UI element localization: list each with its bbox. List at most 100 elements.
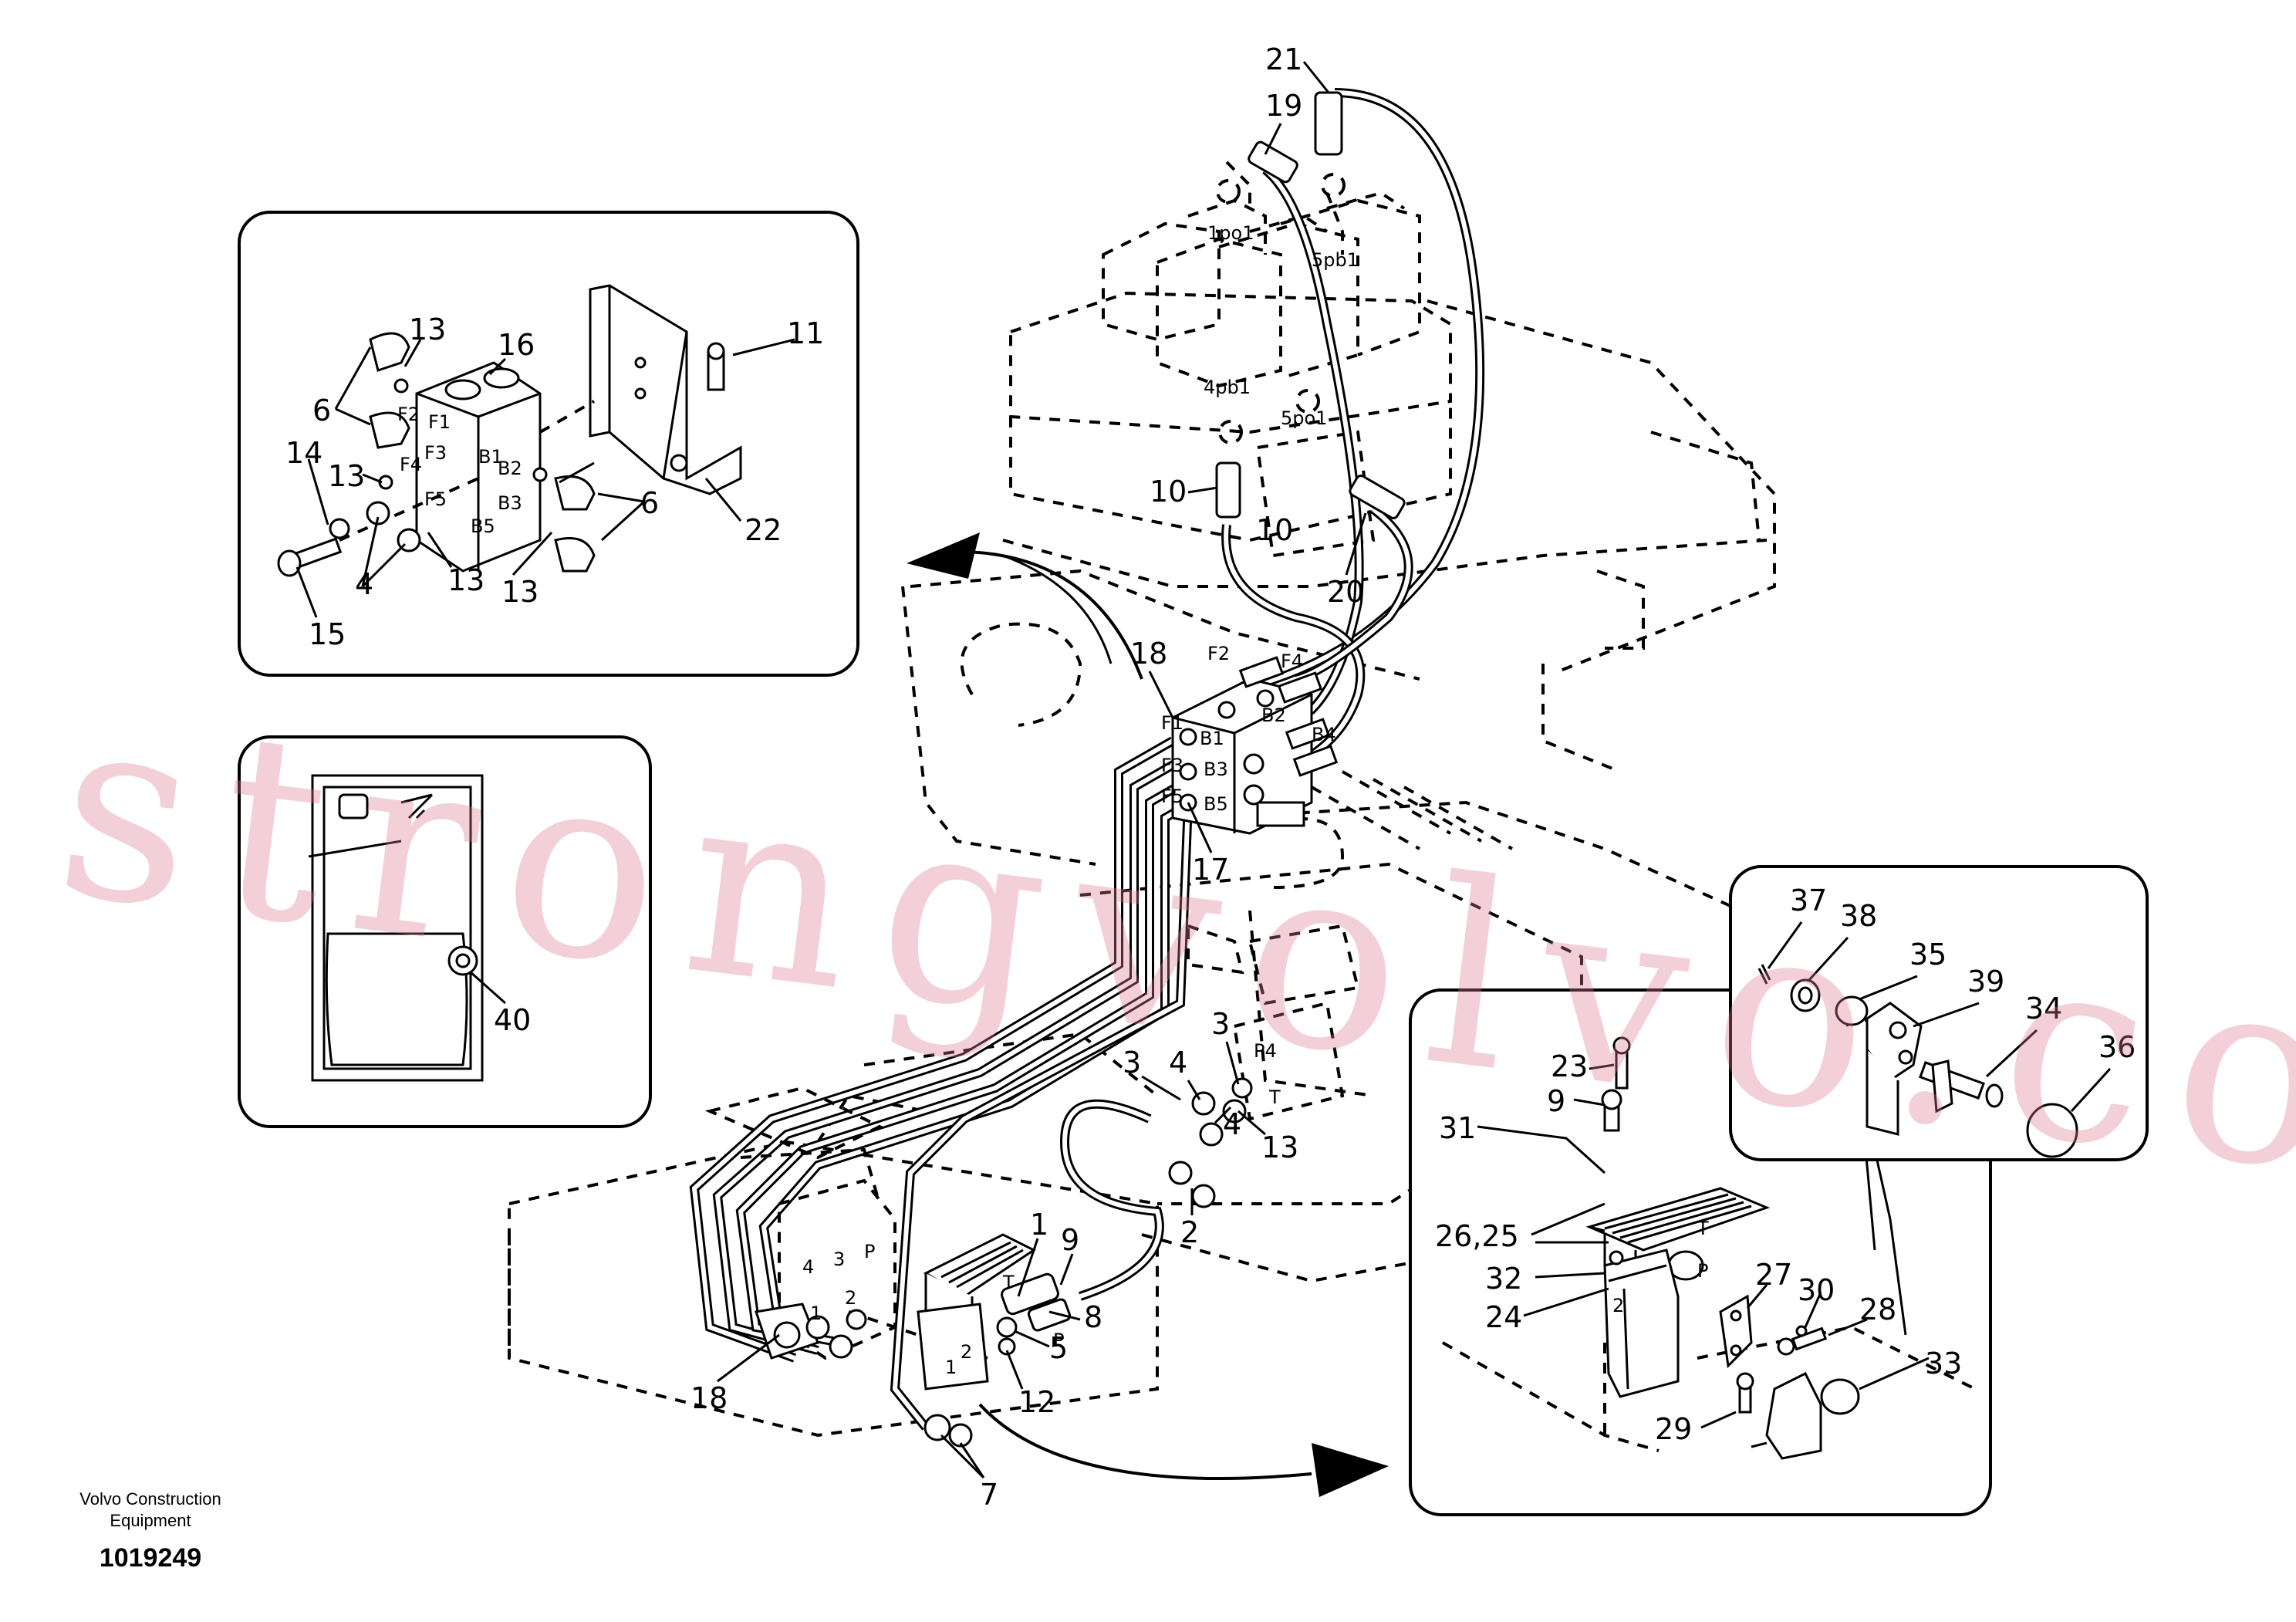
callout-9-inset: 9 <box>1547 1084 1565 1118</box>
callout-18-top: 18 <box>1130 637 1167 671</box>
callout-6-b: 6 <box>640 486 659 520</box>
callout-32: 32 <box>1485 1262 1522 1296</box>
callout-13-b: 13 <box>328 459 365 493</box>
callout-13-c: 13 <box>447 563 485 597</box>
connection-block <box>1171 656 1339 835</box>
callout-17: 17 <box>1192 853 1229 887</box>
callout-38: 38 <box>1840 899 1877 933</box>
callout-3-upper: 3 <box>1211 1007 1230 1041</box>
callout-13-d: 13 <box>501 575 539 609</box>
port-T-valve: T <box>1268 1086 1281 1108</box>
main-callouts: 21 19 10 20 18 17 3 4 3 13 4 2 9 1 8 5 1… <box>690 42 1367 1512</box>
hose-end-fittings <box>1215 91 1406 519</box>
port-T-pedal: T <box>1002 1272 1015 1293</box>
port-P-pilot: P <box>864 1241 875 1262</box>
port-5po1: 5po1 <box>1281 407 1327 429</box>
port-F4: F4 <box>1281 650 1303 672</box>
callout-12: 12 <box>1018 1385 1055 1419</box>
port-F3-inset: F3 <box>424 442 447 464</box>
callout-8: 8 <box>1084 1300 1102 1334</box>
inset-detachable-detail <box>1729 865 2149 1161</box>
port-B3-inset: B3 <box>498 492 522 514</box>
callout-36: 36 <box>2098 1030 2136 1064</box>
port-F4-inset: F4 <box>400 454 422 475</box>
inset-pedal-callouts: 23 9 31 26,25 32 24 27 30 28 33 29 T P 2 <box>1435 1049 1962 1446</box>
pilot-hoses <box>689 88 1485 1431</box>
callout-37: 37 <box>1790 884 1827 917</box>
callout-19: 19 <box>1265 89 1302 123</box>
port-P-inset: P <box>1697 1260 1708 1282</box>
callout-30: 30 <box>1798 1273 1835 1307</box>
inset-panel-detail <box>238 735 652 1128</box>
port-T-inset: T <box>1697 1218 1709 1239</box>
port-B2: B2 <box>1261 705 1286 726</box>
callout-20: 20 <box>1327 575 1364 609</box>
port-B5: B5 <box>1204 793 1228 815</box>
callout-3-lower: 3 <box>1123 1046 1141 1080</box>
callout-13: 13 <box>1261 1130 1298 1164</box>
pilot-valve <box>704 1086 896 1360</box>
port-B1-inset: B1 <box>478 446 503 468</box>
port-5pb1: 5pb1 <box>1312 249 1359 271</box>
callout-22: 22 <box>745 513 782 547</box>
port-F3: F3 <box>1161 755 1183 776</box>
callout-28: 28 <box>1859 1293 1896 1326</box>
callout-39: 39 <box>1967 965 2004 999</box>
callout-33: 33 <box>1925 1347 1962 1380</box>
port-3-pilot: 3 <box>833 1249 845 1270</box>
callout-18-bottom: 18 <box>690 1381 728 1415</box>
callout-16: 16 <box>498 328 535 362</box>
callout-2: 2 <box>1180 1215 1199 1249</box>
callout-24: 24 <box>1485 1300 1522 1334</box>
callout-4: 4 <box>355 567 373 601</box>
port-4-pilot: 4 <box>802 1256 814 1278</box>
port-1po1: 1po1 <box>1207 222 1254 244</box>
inset-connection-block-detail <box>238 211 859 677</box>
port-2-pedal: 2 <box>961 1341 972 1363</box>
callout-10: 10 <box>1150 475 1187 509</box>
callout-14: 14 <box>285 436 322 470</box>
inset-detail-callouts: 37 38 35 39 34 36 <box>1790 884 2136 1064</box>
port-2-pilot: 2 <box>845 1287 856 1309</box>
port-F2-inset: F2 <box>397 404 420 425</box>
callout-40: 40 <box>494 1003 531 1037</box>
drawing-number: 1019249 <box>100 1543 201 1573</box>
callout-21: 21 <box>1265 42 1302 76</box>
inset-top-left-callouts: 13 16 11 6 14 13 4 13 13 6 22 15 F2 F1 F… <box>285 313 824 651</box>
reference-arrows <box>907 532 1389 1497</box>
travel-pedal <box>917 1233 1072 1448</box>
callout-13-a: 13 <box>409 313 446 346</box>
control-valve <box>1102 161 1421 558</box>
callout-35: 35 <box>1909 938 1947 972</box>
port-B1: B1 <box>1200 728 1224 749</box>
callout-6-a: 6 <box>312 394 331 427</box>
callout-23: 23 <box>1551 1049 1588 1083</box>
port-P-pedal: P <box>1053 1330 1064 1351</box>
port-F2: F2 <box>1207 643 1230 664</box>
callout-31: 31 <box>1439 1111 1476 1145</box>
port-4pb1: 4pb1 <box>1204 377 1251 398</box>
callout-7: 7 <box>980 1478 998 1512</box>
company-name-line2: Equipment <box>110 1511 191 1530</box>
port-B2-inset: B2 <box>498 458 522 479</box>
port-F1: F1 <box>1161 712 1183 734</box>
port-1-pilot: 1 <box>810 1303 822 1324</box>
port-2-inset: 2 <box>1612 1295 1624 1316</box>
port-F5-inset: F5 <box>424 488 447 510</box>
drawing-footer: Volvo Construction Equipment 1019249 <box>79 1489 221 1573</box>
callout-15: 15 <box>309 617 346 651</box>
callout-26-25: 26,25 <box>1435 1219 1519 1253</box>
company-name-line1: Volvo Construction <box>79 1489 221 1509</box>
port-1-pedal: 1 <box>945 1357 957 1378</box>
callout-34: 34 <box>2025 992 2062 1026</box>
callout-1: 1 <box>1030 1208 1048 1242</box>
port-P4: P4 <box>1254 1040 1277 1062</box>
port-F5: F5 <box>1161 786 1183 807</box>
port-F1-inset: F1 <box>428 411 451 433</box>
port-B3: B3 <box>1204 759 1228 780</box>
callout-11: 11 <box>787 316 824 350</box>
port-B4: B4 <box>1312 724 1336 745</box>
callout-4-upper: 4 <box>1169 1046 1187 1080</box>
callout-5: 5 <box>1049 1331 1068 1365</box>
